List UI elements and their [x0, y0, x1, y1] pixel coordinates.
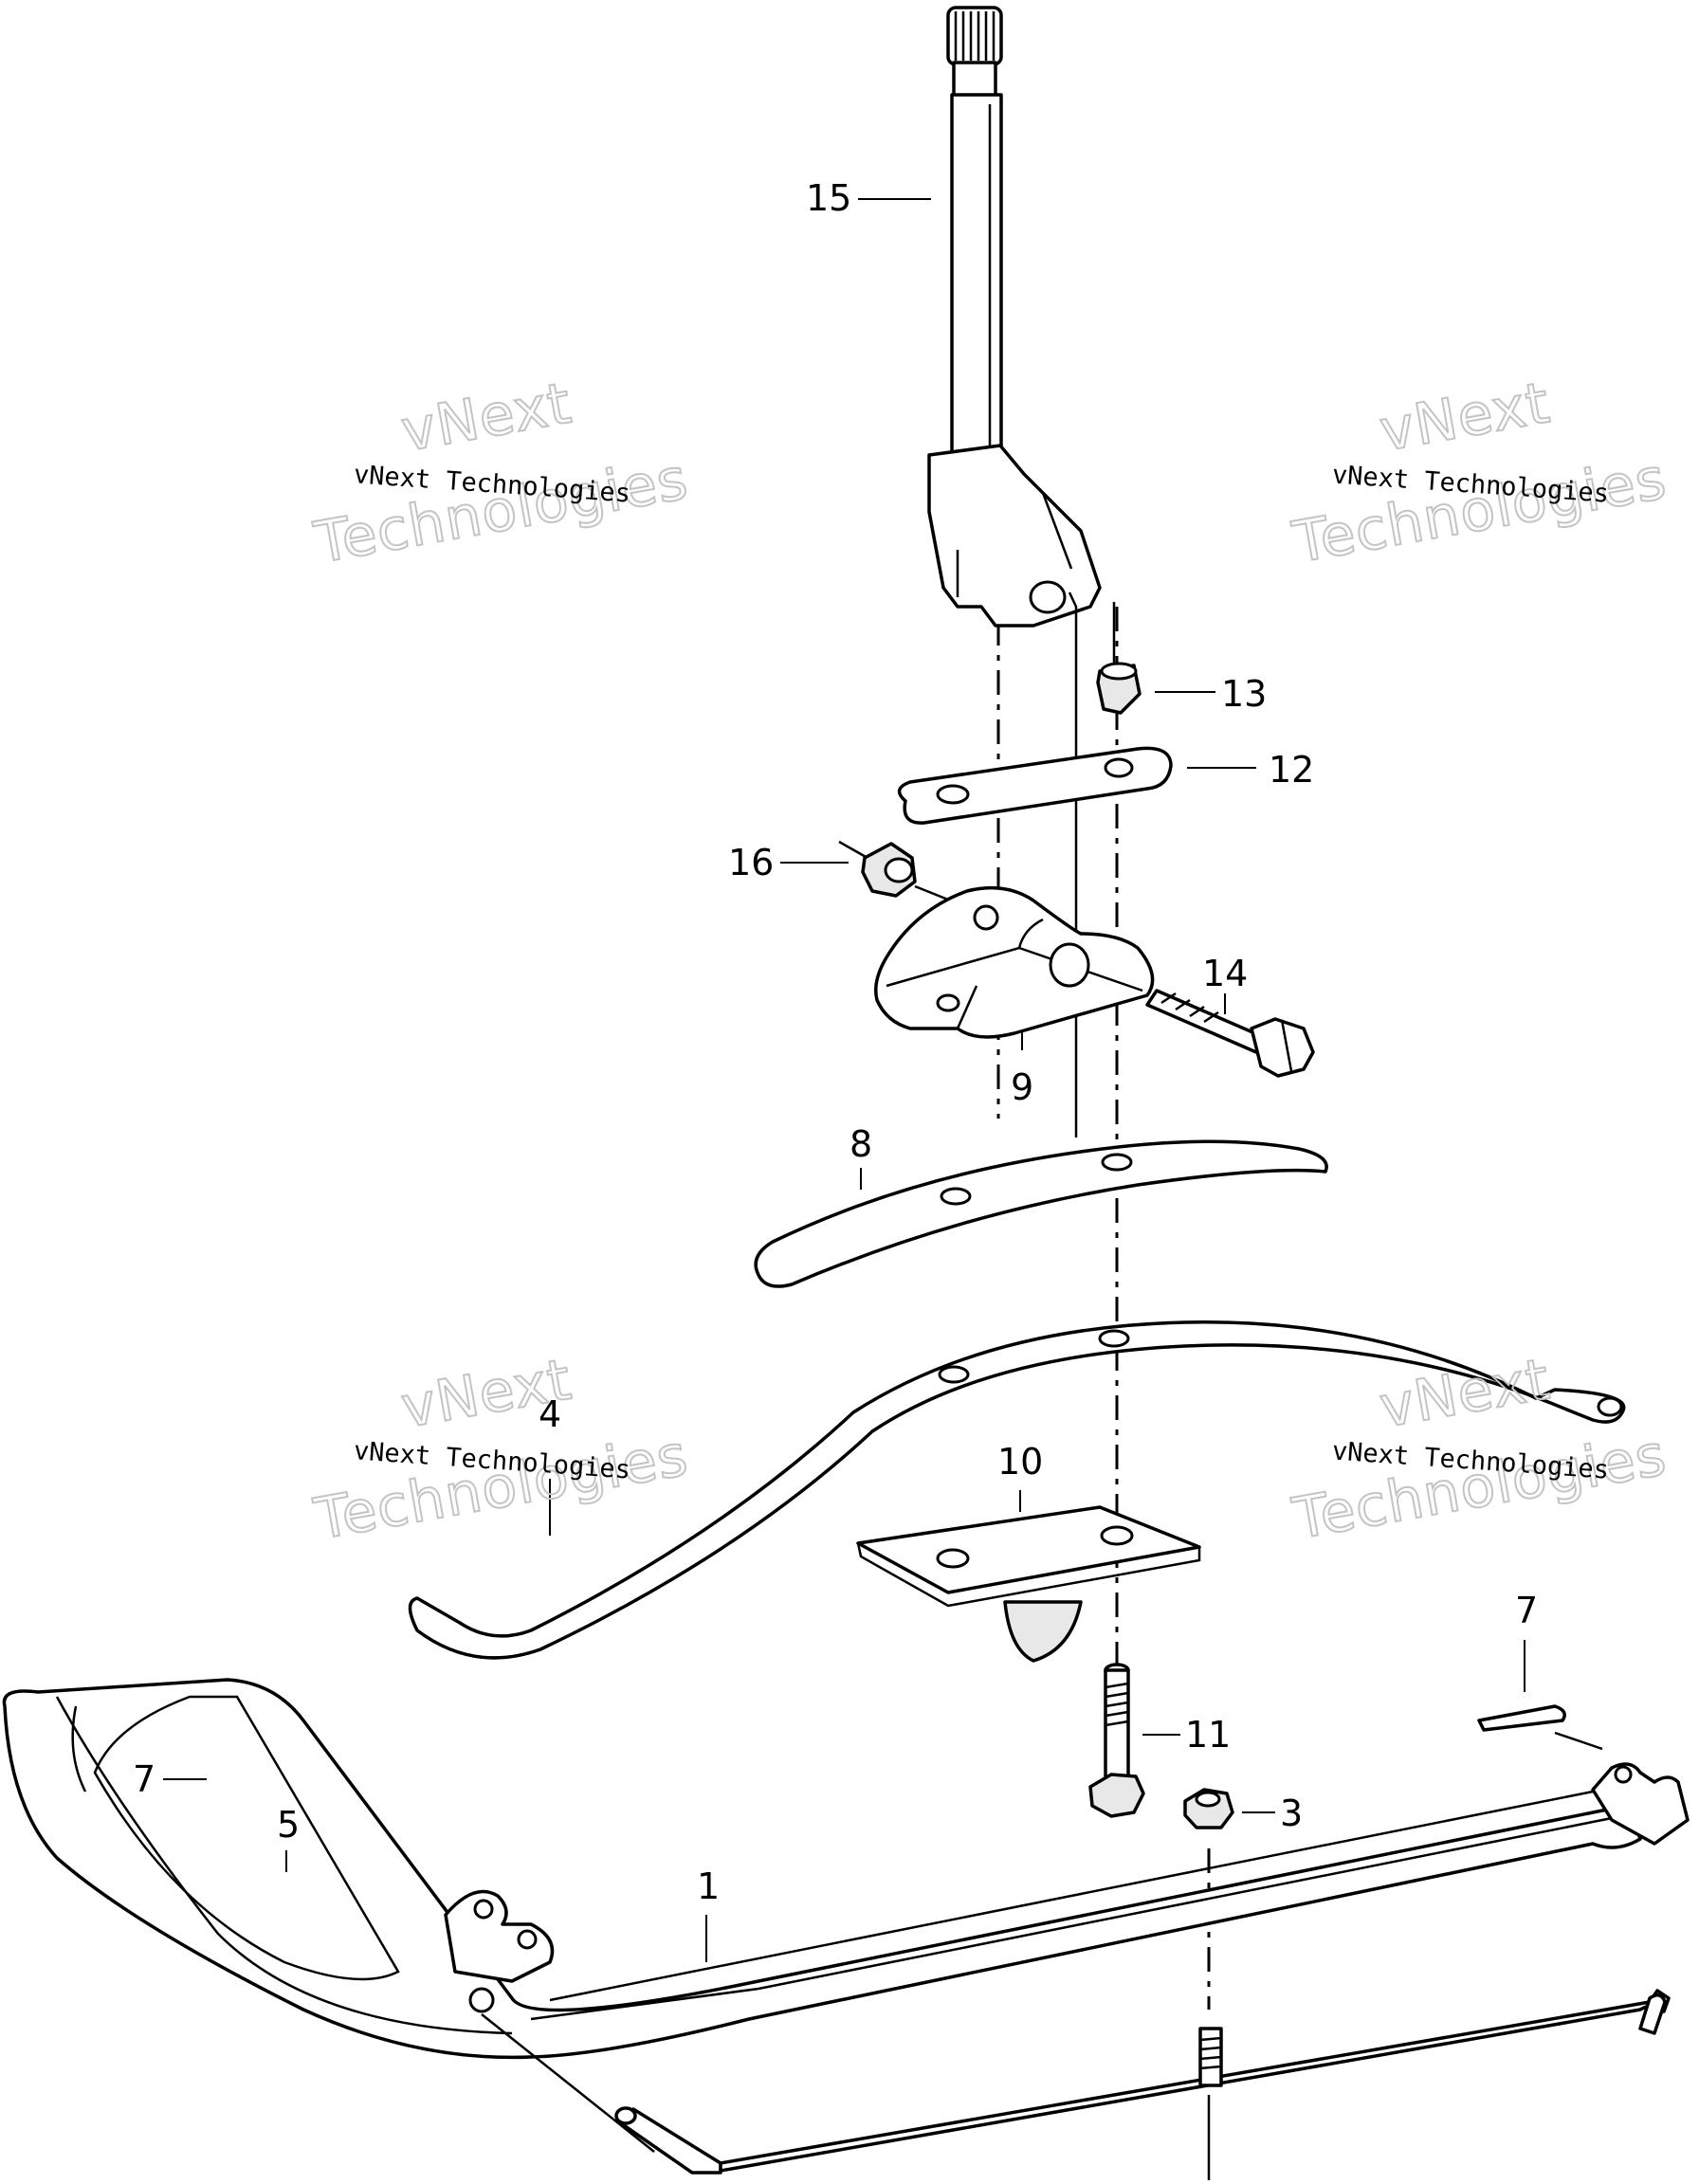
- link-plate-part-12: [897, 746, 1173, 825]
- callout-14: 14: [1202, 953, 1248, 994]
- callout-9: 9: [1011, 1066, 1033, 1108]
- bolt-part-14: [1145, 989, 1315, 1078]
- watermark-top-right: vNext Technologies vNext Technologies: [1287, 369, 1672, 577]
- callout-4: 4: [539, 1393, 561, 1435]
- cotter-pin-part-7-right: [1477, 1704, 1603, 1751]
- callout-12: 12: [1269, 749, 1314, 791]
- bracket-part-9: [874, 885, 1155, 1039]
- callout-10: 10: [997, 1441, 1043, 1483]
- callout-7-right: 7: [1515, 1590, 1538, 1631]
- callout-15: 15: [806, 177, 851, 219]
- svg-text:vNext: vNext: [1375, 370, 1555, 464]
- watermark-top-left: vNext Technologies vNext Technologies: [308, 369, 694, 577]
- callout-11: 11: [1185, 1714, 1231, 1756]
- callout-7-left: 7: [133, 1758, 155, 1800]
- callout-3: 3: [1280, 1793, 1303, 1834]
- lock-nut-part-16: [838, 840, 987, 917]
- callout-1: 1: [697, 1866, 720, 1907]
- leader-lines: [163, 198, 1525, 1962]
- wear-plate-part-10: [856, 1505, 1201, 1663]
- main-spring-leaf-part-4: [408, 1320, 1626, 1660]
- watermark-bottom-right: vNext Technologies vNext Technologies: [1287, 1345, 1672, 1554]
- spring-leaf-part-8: [754, 1139, 1328, 1288]
- watermark-bottom-left: vNext Technologies vNext Technologies: [308, 1345, 694, 1554]
- ski-part-1: [2, 1678, 1690, 2060]
- callout-8: 8: [850, 1123, 872, 1165]
- callout-labels: 15 13 12 16 14 9 8 4 10 11 3 7 7 5 1: [133, 177, 1538, 1907]
- lock-nut-part-3: [1183, 1788, 1234, 1829]
- bolt-part-11: [1088, 1663, 1145, 1818]
- nut-part-13: [1096, 602, 1142, 715]
- callout-5: 5: [277, 1804, 300, 1846]
- callout-16: 16: [728, 842, 774, 883]
- callout-13: 13: [1221, 673, 1267, 715]
- runner-wear-bar: [719, 1989, 1671, 2180]
- svg-text:vNext: vNext: [396, 370, 576, 464]
